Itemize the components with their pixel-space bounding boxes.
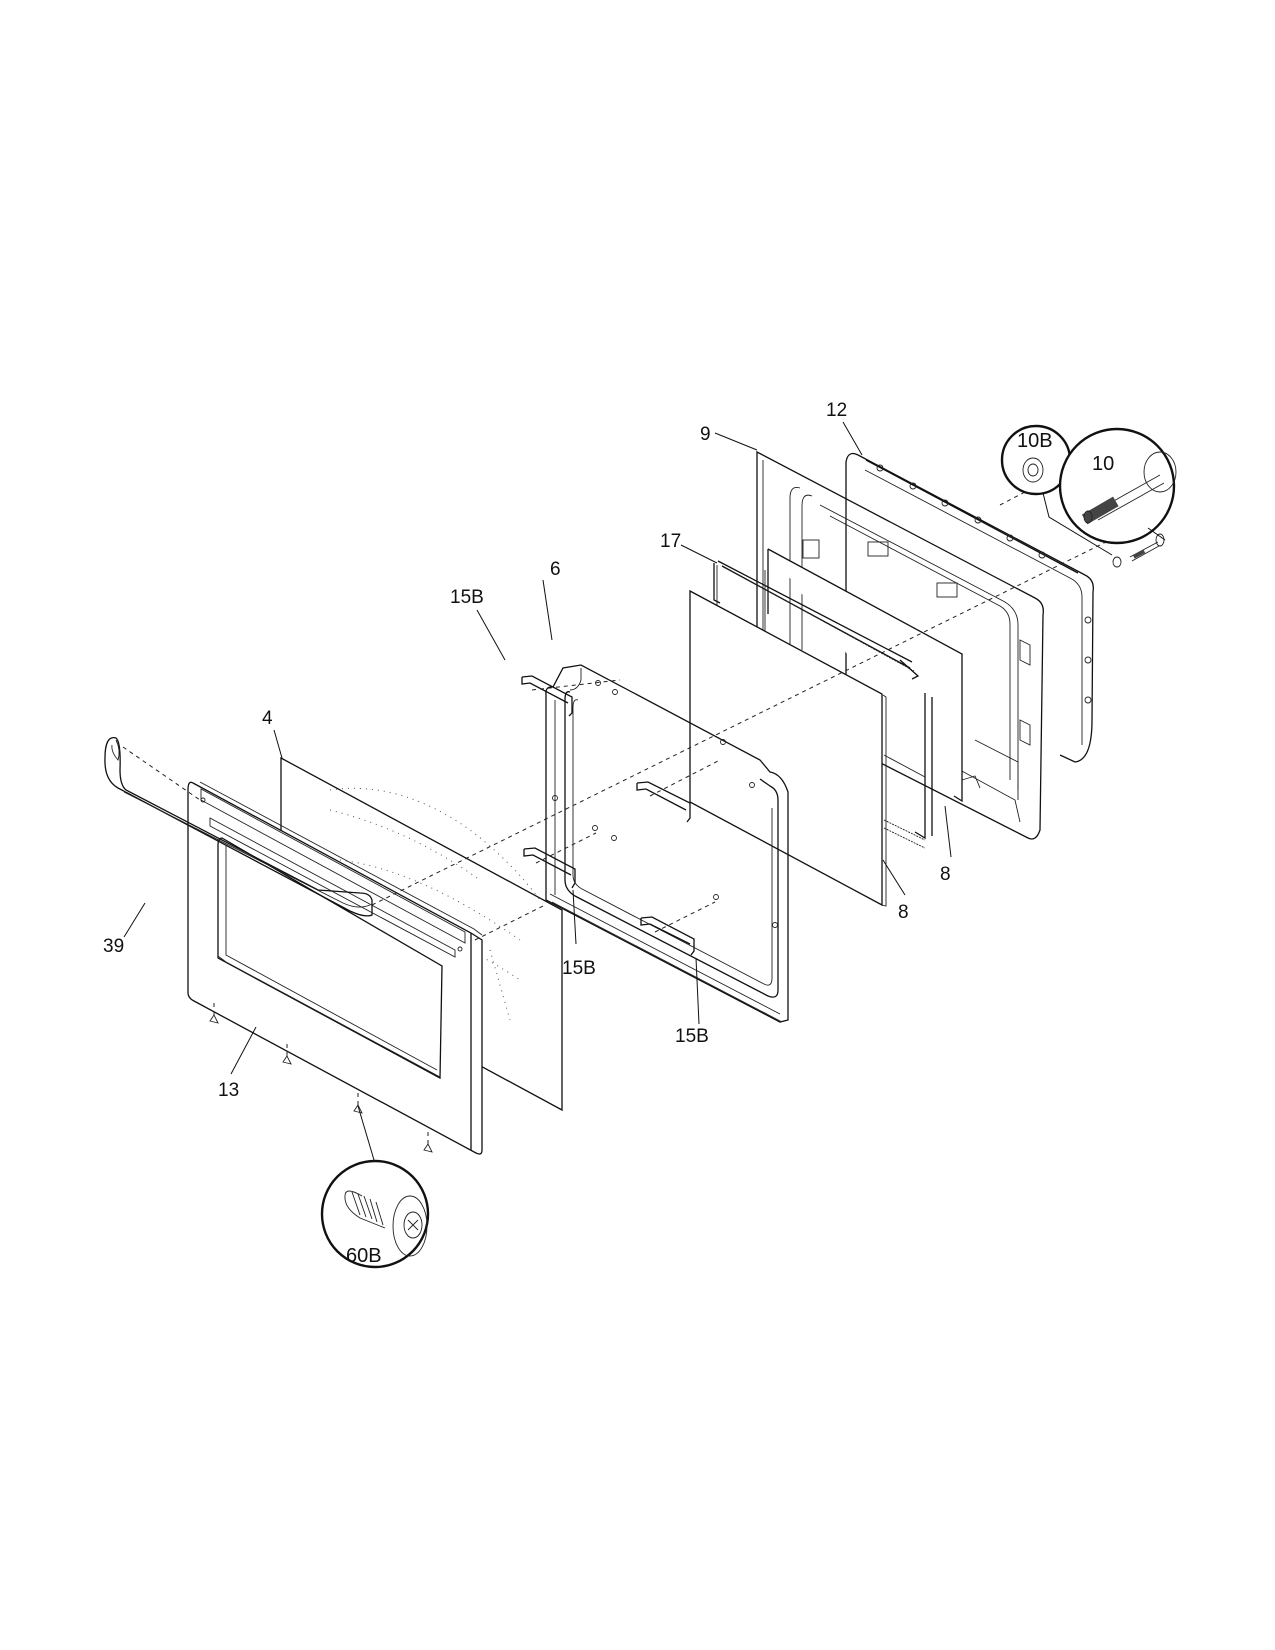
label-9: 9 (700, 424, 711, 445)
callout-10-label: 10 (1092, 453, 1114, 475)
label-6: 6 (550, 559, 561, 580)
callout-10: 10 (1058, 427, 1177, 545)
part-6-inner-door-frame (545, 664, 789, 1023)
part-15B-clip-top-left (521, 675, 621, 717)
part-12-inner-door-liner (845, 452, 1094, 763)
label-12: 12 (826, 400, 847, 421)
label-17: 17 (660, 531, 681, 552)
label-15B-top: 15B (450, 587, 484, 608)
part-39-door-handle (104, 737, 373, 917)
label-15B-mid: 15B (562, 958, 596, 979)
rear-screw-assembly (1112, 533, 1165, 568)
callout-60B: 60B (320, 1105, 430, 1269)
part-8-front-glass (689, 589, 926, 907)
callout-10B: 10B (1000, 424, 1113, 556)
label-8-left: 8 (898, 902, 909, 923)
part-17-glass-spacer (713, 560, 933, 849)
label-4: 4 (262, 708, 273, 729)
callout-60B-label: 60B (346, 1245, 382, 1267)
part-labels: 9 12 17 6 15B 4 39 15B 15B 8 8 13 (103, 400, 951, 1101)
part-9-inner-door-panel (756, 450, 1044, 840)
label-15B-bottom: 15B (675, 1026, 709, 1047)
part-15B-clip-lower-left (523, 832, 597, 889)
part-13-outer-door (187, 781, 483, 1155)
label-13: 13 (218, 1080, 239, 1101)
callout-10B-label: 10B (1017, 430, 1053, 452)
part-15B-clip-lower-right (640, 901, 716, 956)
part-15B-clip-center (636, 759, 721, 823)
leader-lines (123, 421, 952, 1075)
bottom-screws (209, 1000, 433, 1153)
label-8-right: 8 (940, 864, 951, 885)
label-39: 39 (103, 936, 124, 957)
